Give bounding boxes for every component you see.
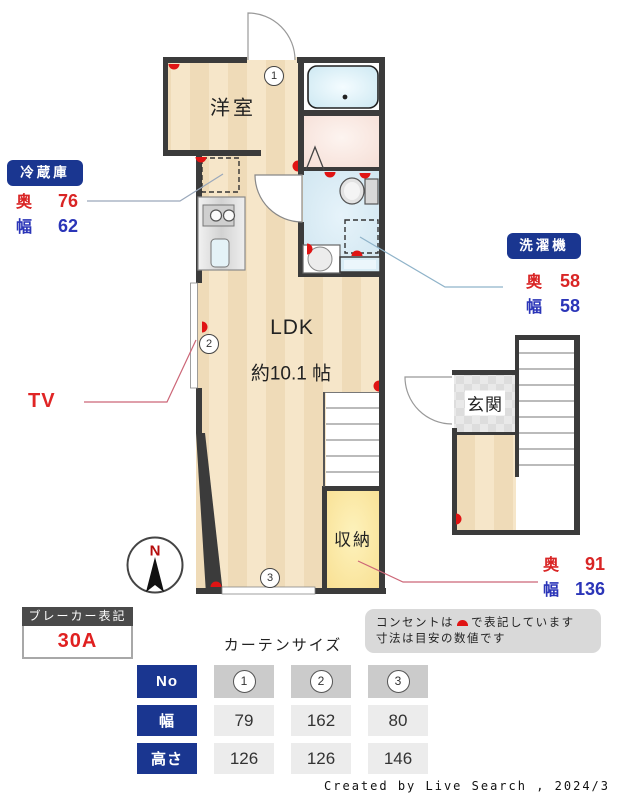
fridge-dims: 奥 76 幅 62 bbox=[16, 188, 78, 238]
curtain-height-1: 126 bbox=[214, 743, 274, 774]
washer-depth-value: 58 bbox=[559, 271, 580, 291]
breaker-value: 30A bbox=[22, 626, 133, 659]
fridge-space-box bbox=[201, 157, 240, 193]
outlet-marker bbox=[456, 513, 462, 525]
floors bbox=[166, 57, 575, 592]
legend-line1: コンセントはで表記しています bbox=[376, 617, 575, 629]
curtain-col-1: 1 bbox=[214, 665, 274, 698]
outlet-markers bbox=[168, 64, 462, 587]
curtain-width-2: 162 bbox=[291, 705, 351, 736]
washer-width-label: 幅 bbox=[526, 299, 543, 316]
window-number-2: 2 bbox=[199, 334, 219, 354]
folding-door-icon bbox=[305, 145, 325, 171]
doors bbox=[247, 12, 453, 425]
compass-north-label: N bbox=[149, 542, 161, 560]
kitchen-unit bbox=[197, 196, 246, 271]
outlet-marker bbox=[292, 160, 298, 172]
breaker-title: ブレーカー表記 bbox=[22, 607, 133, 626]
curtain-height-3: 146 bbox=[368, 743, 428, 774]
entrance-door-arc bbox=[404, 376, 453, 425]
window-2 bbox=[190, 282, 198, 389]
fridge-leader bbox=[87, 173, 224, 202]
room-label-western: 洋室 bbox=[210, 97, 256, 120]
closet-floor bbox=[327, 491, 379, 588]
outlet-marker bbox=[202, 321, 208, 333]
dressing-room-floor bbox=[303, 113, 380, 168]
window-number-1: 1 bbox=[264, 66, 284, 86]
curtain-row-header-no: No bbox=[137, 665, 197, 698]
fridge-width-value: 62 bbox=[57, 216, 78, 236]
closet-leader bbox=[357, 560, 538, 583]
legend-note: コンセントはで表記しています 寸法は目安の数値です bbox=[365, 609, 601, 653]
stair-treads bbox=[323, 352, 575, 473]
curtain-col-3: 3 bbox=[368, 665, 428, 698]
fridge-badge: 冷蔵庫 bbox=[7, 160, 83, 186]
outlet-marker bbox=[373, 380, 379, 392]
tv-label: TV bbox=[28, 390, 56, 412]
footer-credit: Created by Live Search , 2024/3 bbox=[324, 779, 610, 793]
closet-width-value: 136 bbox=[574, 579, 605, 599]
curtain-table-title: カーテンサイズ bbox=[223, 637, 343, 654]
compass-icon bbox=[126, 536, 184, 594]
washer-width-value: 58 bbox=[559, 296, 580, 316]
outlet-marker bbox=[324, 172, 336, 178]
entry-hall-floor bbox=[454, 434, 516, 532]
fridge-depth-value: 76 bbox=[57, 191, 78, 211]
balcony-door-arc bbox=[247, 12, 296, 61]
curtain-col-2: 2 bbox=[291, 665, 351, 698]
sink-icon bbox=[210, 238, 230, 268]
washer-badge: 洗濯機 bbox=[507, 233, 581, 259]
bathtub-icon bbox=[307, 65, 379, 109]
curtain-width-1: 79 bbox=[214, 705, 274, 736]
closet-depth-value: 91 bbox=[584, 554, 605, 574]
outlet-marker bbox=[359, 173, 371, 179]
fridge-width-label: 幅 bbox=[16, 219, 33, 236]
curtain-row-header-width: 幅 bbox=[137, 705, 197, 736]
window-number-3: 3 bbox=[260, 568, 280, 588]
curtain-width-3: 80 bbox=[368, 705, 428, 736]
outlet-marker bbox=[210, 581, 222, 587]
window-3 bbox=[221, 586, 316, 595]
closet-dims: 奥 91 幅 136 bbox=[543, 551, 605, 601]
room-label-ldk-size: 約10.1 帖 bbox=[250, 363, 332, 385]
curtain-height-2: 126 bbox=[291, 743, 351, 774]
room-label-closet: 収納 bbox=[334, 530, 372, 550]
outlet-marker bbox=[168, 64, 180, 70]
closet-width-label: 幅 bbox=[543, 582, 560, 599]
curtain-table: No 1 2 3 幅 79 162 80 高さ 126 126 146 bbox=[137, 665, 428, 774]
washer-depth-label: 奥 bbox=[526, 274, 543, 291]
washer-dims: 奥 58 幅 58 bbox=[526, 268, 580, 318]
leader-lines bbox=[84, 173, 538, 583]
curtain-row-header-height: 高さ bbox=[137, 743, 197, 774]
outer-stairs-floor bbox=[518, 337, 575, 531]
fixtures bbox=[201, 65, 381, 274]
outlet-marker bbox=[307, 243, 313, 255]
fridge-depth-label: 奥 bbox=[16, 194, 33, 211]
room-label-ldk: LDK bbox=[270, 316, 314, 339]
legend-line2: 寸法は目安の数値です bbox=[376, 633, 506, 645]
tv-leader bbox=[84, 339, 197, 403]
outlet-marker bbox=[351, 250, 363, 256]
closet-depth-label: 奥 bbox=[543, 557, 560, 574]
outlet-legend-icon bbox=[457, 620, 468, 626]
washer-leader bbox=[359, 236, 503, 288]
breaker-box: ブレーカー表記 30A bbox=[22, 607, 133, 659]
washroom-door-arc bbox=[254, 174, 303, 223]
room-label-entrance: 玄関 bbox=[465, 390, 505, 416]
outlet-marker bbox=[195, 157, 207, 163]
